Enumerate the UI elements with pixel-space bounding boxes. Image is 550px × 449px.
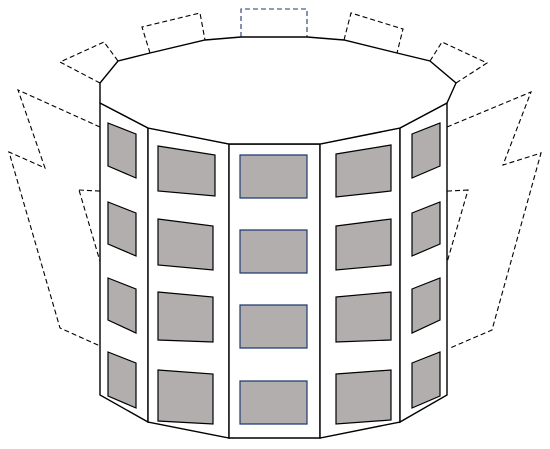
window-left-row-2 <box>157 218 214 271</box>
window-far-left-row-4 <box>107 351 137 409</box>
window-far-right-row-3 <box>411 277 441 334</box>
window-center-row-4 <box>239 380 308 425</box>
dashed-panel-upper-left <box>58 41 119 84</box>
window-left-row-1 <box>157 145 216 197</box>
window-right-row-1 <box>335 144 392 198</box>
windows <box>107 122 441 425</box>
window-far-right-row-4 <box>411 351 441 409</box>
tower-body <box>99 36 457 439</box>
window-far-right-row-1 <box>411 122 441 179</box>
dashed-panel-left-outer <box>8 88 101 347</box>
dashed-panel-top-left <box>141 12 206 54</box>
window-right-row-3 <box>335 291 392 343</box>
window-left-row-3 <box>157 291 214 343</box>
window-far-left-row-2 <box>107 201 137 257</box>
window-right-row-2 <box>335 218 392 271</box>
dashed-panel-right-outer <box>446 90 542 349</box>
window-far-right-row-2 <box>411 201 441 257</box>
window-center-row-3 <box>239 304 308 349</box>
dashed-panel-upper-right <box>429 41 489 84</box>
window-left-row-4 <box>157 369 214 425</box>
dashed-panel-top-center <box>240 8 308 37</box>
window-far-left-row-1 <box>107 122 137 179</box>
window-right-row-4 <box>335 369 392 425</box>
tower-top <box>99 36 457 145</box>
window-center-row-2 <box>239 229 308 274</box>
window-center-row-1 <box>239 154 308 199</box>
window-far-left-row-3 <box>107 277 137 334</box>
